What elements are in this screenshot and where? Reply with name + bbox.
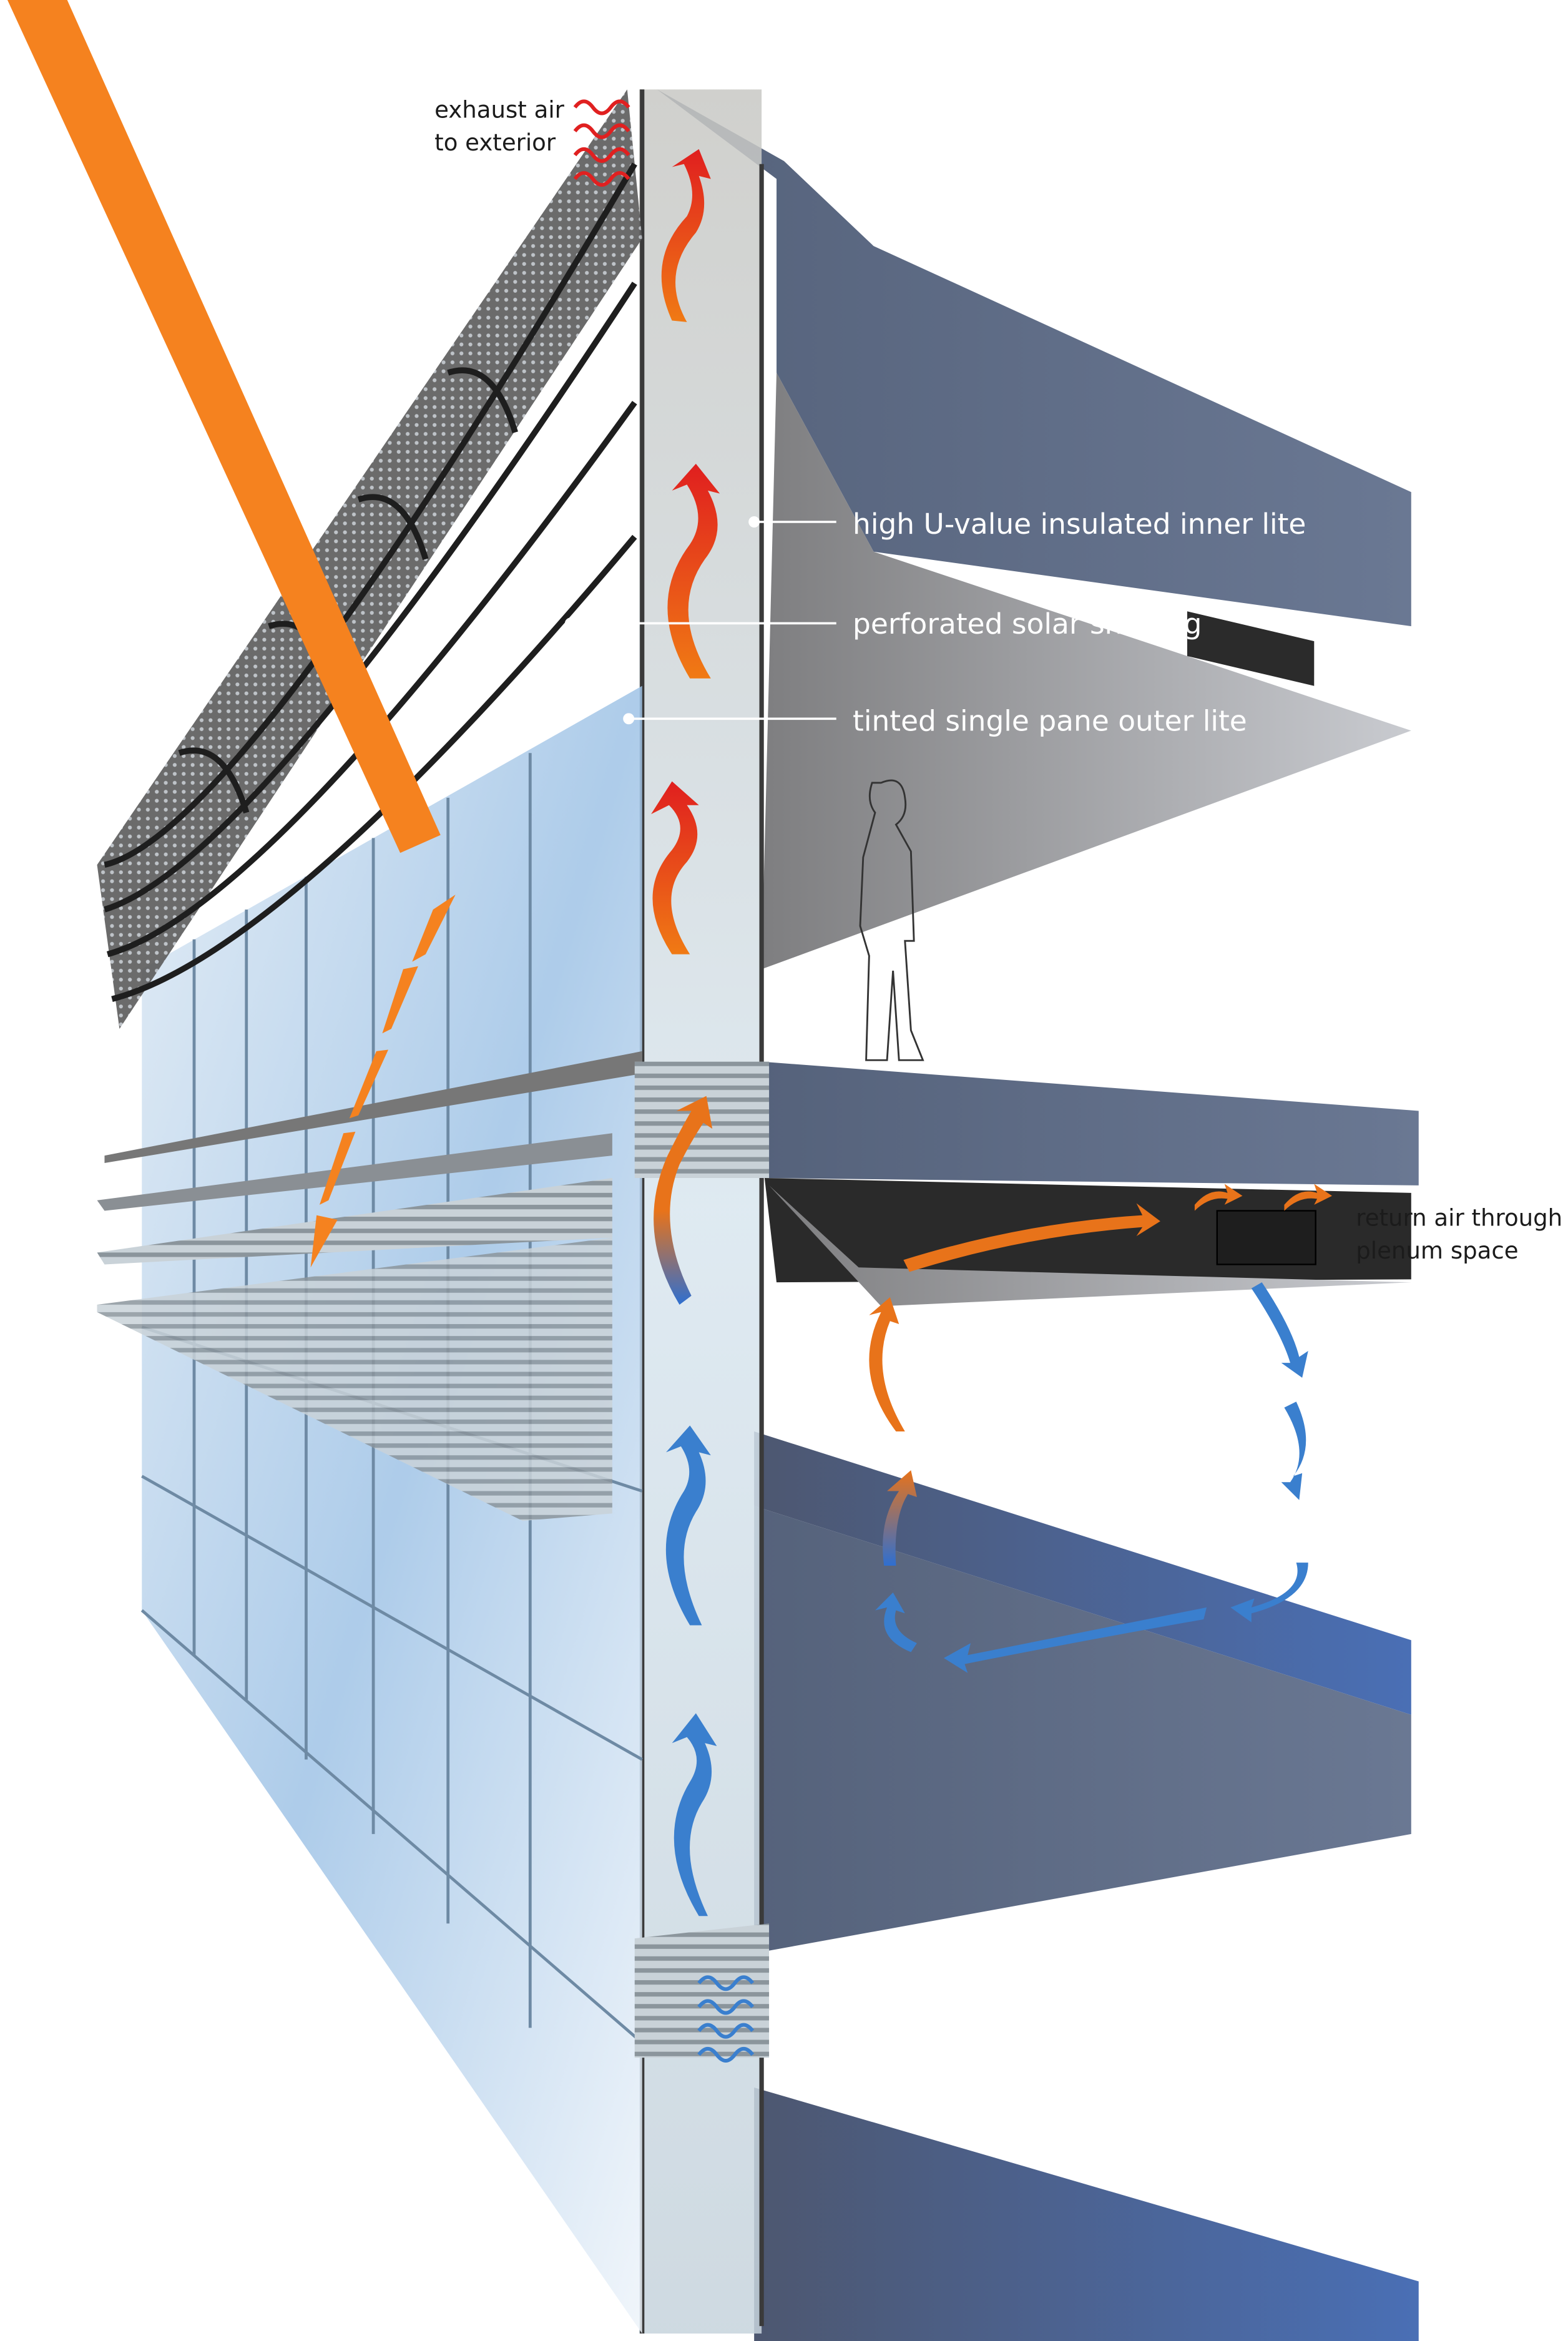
cool-air-arrow-lower [665,1425,711,1626]
inner-lite-label: high U-value insulated inner lite [853,508,1306,541]
lower-floor [754,1431,1411,1715]
return-air-duct [1216,1210,1316,1265]
ceiling-duct [1187,611,1315,686]
middle-slab [762,1061,1419,1185]
solar-shading-label: perforated solar shading [853,607,1202,640]
cavity-air-arrows [651,149,720,1916]
exhaust-air-label-line2: to exterior [434,129,556,156]
return-air-label-line1: return air through [1356,1204,1562,1231]
floor-supply-arrow [943,1607,1207,1673]
plenum-supply-wiggles [697,1975,755,2063]
return-air-label-line2: plenum space [1356,1237,1518,1264]
outer-lite-label: tinted single pane outer lite [853,704,1247,737]
supply-down-arrow-2 [1281,1401,1306,1500]
callout-leaders [564,516,836,725]
room-air-arrows [869,1184,1333,1673]
plenum-supply-label: plenum supply air [772,1985,981,2011]
supply-down-arrow-1 [1251,1282,1308,1378]
person-silhouette-icon [859,779,924,1061]
lower-louvres [97,1051,770,2058]
exhaust-return-arrow-2 [1284,1184,1333,1211]
rise-arrow-cool-warm [883,1470,917,1566]
warm-cool-arrow [654,1096,713,1305]
supply-down-arrow-3 [1230,1563,1308,1622]
bottom-floor [754,2087,1419,2341]
cool-air-arrow-bottom [672,1713,717,1916]
exhaust-air-wiggles [573,99,630,187]
floor-slabs [657,89,1419,2341]
hot-air-arrow-middle [651,781,699,955]
hot-air-arrow-top [661,149,711,322]
upper-ceiling [762,373,1411,969]
sun-ray-arrow [7,0,456,1268]
return-air-arrow [903,1203,1160,1272]
exhaust-return-arrow-1 [1194,1184,1243,1211]
exhaust-air-label-line1: exhaust air [434,97,564,124]
hot-air-arrow-upper [667,463,720,679]
middle-ceiling-panel [769,1185,1411,1307]
lower-slab [754,1506,1411,1953]
floor-rise-arrow [875,1592,917,1652]
rise-arrow-warm [869,1297,905,1431]
roof-slab [657,89,1411,627]
